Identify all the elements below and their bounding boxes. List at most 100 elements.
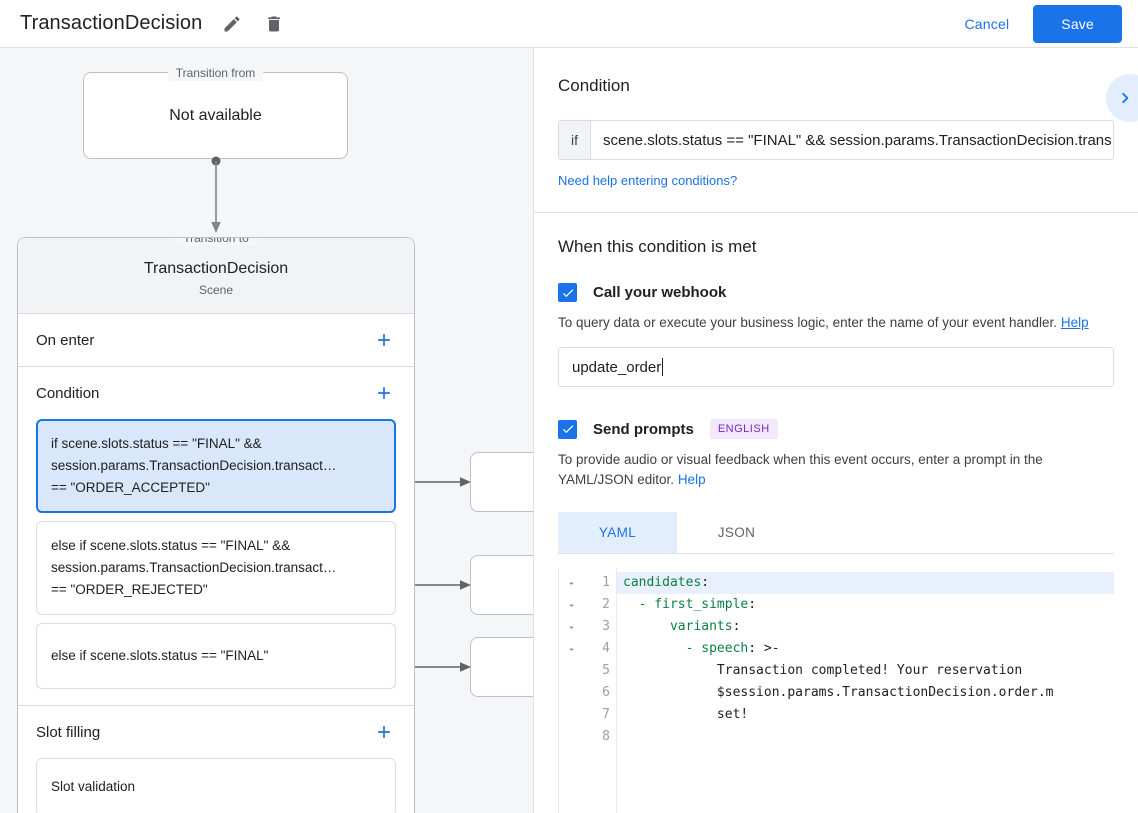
line-number: 6 (602, 685, 610, 700)
code-line: - first_simple: (623, 594, 1114, 616)
line-number: 3 (602, 619, 610, 634)
yaml-key: - speech (623, 641, 749, 656)
condition-header: Condition (36, 367, 396, 419)
yaml-text: Transaction completed! Your reservation (623, 663, 1023, 678)
condition-line: else if scene.slots.status == "FINAL" && (51, 538, 291, 553)
tab-yaml[interactable]: YAML (558, 512, 677, 553)
yaml-key: variants (623, 619, 733, 634)
pencil-icon-glyph (224, 15, 240, 31)
slot-validation-card[interactable]: Slot validation (36, 758, 396, 813)
condition-input-wrapper[interactable]: if scene.slots.status == "FINAL" && sess… (558, 120, 1114, 160)
condition-card-3[interactable]: else if scene.slots.status == "FINAL" (36, 623, 396, 689)
condition-section-heading: Condition (558, 76, 630, 95)
checkbox-send-prompts[interactable] (558, 419, 577, 439)
app-header: TransactionDecision Cancel Save (0, 0, 1138, 48)
prompts-description: To provide audio or visual feedback when… (558, 450, 1114, 490)
plus-icon-glyph (378, 334, 390, 346)
condition-line: else if scene.slots.status == "FINAL" (51, 648, 269, 663)
code-line: set! (623, 704, 1114, 726)
yaml-text: $session.params.TransactionDecision.orde… (623, 685, 1054, 700)
language-badge: ENGLISH (709, 419, 778, 439)
webhook-handler-value: update_order (572, 358, 662, 376)
plus-icon-on-enter[interactable] (372, 328, 396, 352)
prompts-label: Send prompts (593, 420, 694, 438)
save-button[interactable]: Save (1033, 4, 1122, 43)
panel-condition-section: Condition if scene.slots.status == "FINA… (534, 48, 1138, 213)
webhook-checkbox-row[interactable]: Call your webhook (558, 283, 1114, 302)
condition-card-1[interactable]: if scene.slots.status == "FINAL" && sess… (36, 419, 396, 513)
page-title: TransactionDecision (20, 12, 203, 34)
scene-graph-canvas[interactable]: Transition from Not available Transition… (0, 48, 533, 813)
checkbox-call-webhook[interactable] (558, 283, 577, 302)
code-line: - speech: >- (623, 638, 1114, 660)
transition-connector-arrow (211, 156, 221, 233)
fold-toggle-icon (559, 726, 583, 748)
fold-toggle-icon[interactable] (559, 638, 583, 660)
when-met-heading: When this condition is met (558, 237, 757, 256)
trash-icon-glyph (268, 16, 281, 31)
condition-help-link[interactable]: Need help entering conditions? (558, 173, 738, 188)
scene-type: Scene (198, 283, 234, 297)
plus-icon-glyph (378, 726, 390, 738)
slot-filling-header: Slot filling (36, 706, 396, 758)
fold-toggle-icon[interactable] (559, 572, 583, 594)
webhook-label: Call your webhook (593, 284, 727, 301)
line-number: 2 (602, 597, 610, 612)
condition-line: == "ORDER_REJECTED" (51, 582, 208, 597)
scene-header[interactable]: TransactionDecision Scene (18, 238, 414, 314)
details-panel: Condition if scene.slots.status == "FINA… (533, 48, 1138, 813)
slot-validation-label: Slot validation (51, 779, 136, 794)
chevron-down-icon (568, 648, 574, 651)
chevron-down-icon (568, 626, 574, 629)
fold-toggle-icon[interactable] (559, 594, 583, 616)
webhook-help-link[interactable]: Help (1060, 315, 1089, 330)
transition-target-box-1[interactable] (470, 452, 533, 512)
editor-code-area[interactable]: candidates: - first_simple: variants: - … (617, 568, 1114, 813)
pencil-icon[interactable] (220, 12, 244, 36)
prompts-help-link[interactable]: Help (677, 472, 706, 487)
editor-format-tabs: YAML JSON (558, 512, 1114, 554)
trash-icon[interactable] (262, 12, 286, 36)
code-line: $session.params.TransactionDecision.orde… (623, 682, 1114, 704)
plus-icon-glyph (378, 387, 390, 399)
fold-toggle-icon[interactable] (559, 616, 583, 638)
condition-line: session.params.TransactionDecision.trans… (51, 560, 337, 575)
header-actions: Cancel Save (951, 4, 1138, 43)
condition-card-2[interactable]: else if scene.slots.status == "FINAL" &&… (36, 521, 396, 615)
condition-line: session.params.TransactionDecision.trans… (51, 458, 337, 473)
code-line: Transaction completed! Your reservation (623, 660, 1114, 682)
chevron-right-icon[interactable] (1106, 74, 1138, 122)
line-number: 4 (602, 641, 610, 656)
prompts-description-text: To provide audio or visual feedback when… (558, 452, 1043, 487)
webhook-handler-input[interactable]: update_order (558, 347, 1114, 387)
text-caret (662, 358, 664, 376)
editor-fold-column (559, 568, 583, 813)
fold-toggle-icon (559, 660, 583, 682)
transition-to-card[interactable]: Transition to TransactionDecision Scene … (17, 237, 415, 813)
check-icon (562, 288, 573, 297)
condition-line: if scene.slots.status == "FINAL" && (51, 436, 262, 451)
yaml-key: candidates (623, 575, 702, 590)
fold-toggle-icon (559, 704, 583, 726)
tab-json[interactable]: JSON (717, 525, 756, 540)
code-line: variants: (623, 616, 1114, 638)
condition-expression-input[interactable]: scene.slots.status == "FINAL" && session… (603, 131, 1112, 149)
plus-icon-condition[interactable] (372, 381, 396, 405)
yaml-text: : (701, 575, 710, 590)
yaml-key: - first_simple (623, 597, 749, 612)
plus-icon-slot-filling[interactable] (372, 720, 396, 744)
transition-from-legend: Transition from (167, 65, 264, 81)
cancel-button[interactable]: Cancel (951, 7, 1024, 41)
transition-target-box-2[interactable] (470, 555, 533, 615)
transition-target-box-3[interactable] (470, 637, 533, 697)
section-condition: Condition if scene.slots.status == "FINA… (18, 367, 414, 706)
prompts-checkbox-row[interactable]: Send prompts ENGLISH (558, 419, 1114, 439)
panel-when-met-section: When this condition is met Call your web… (534, 213, 1138, 813)
line-number: 1 (602, 575, 610, 590)
transition-from-box[interactable]: Transition from Not available (83, 65, 348, 159)
chevron-right-icon-glyph (1122, 92, 1129, 104)
transition-to-legend: Transition to (175, 238, 257, 246)
yaml-text: : (748, 597, 757, 612)
